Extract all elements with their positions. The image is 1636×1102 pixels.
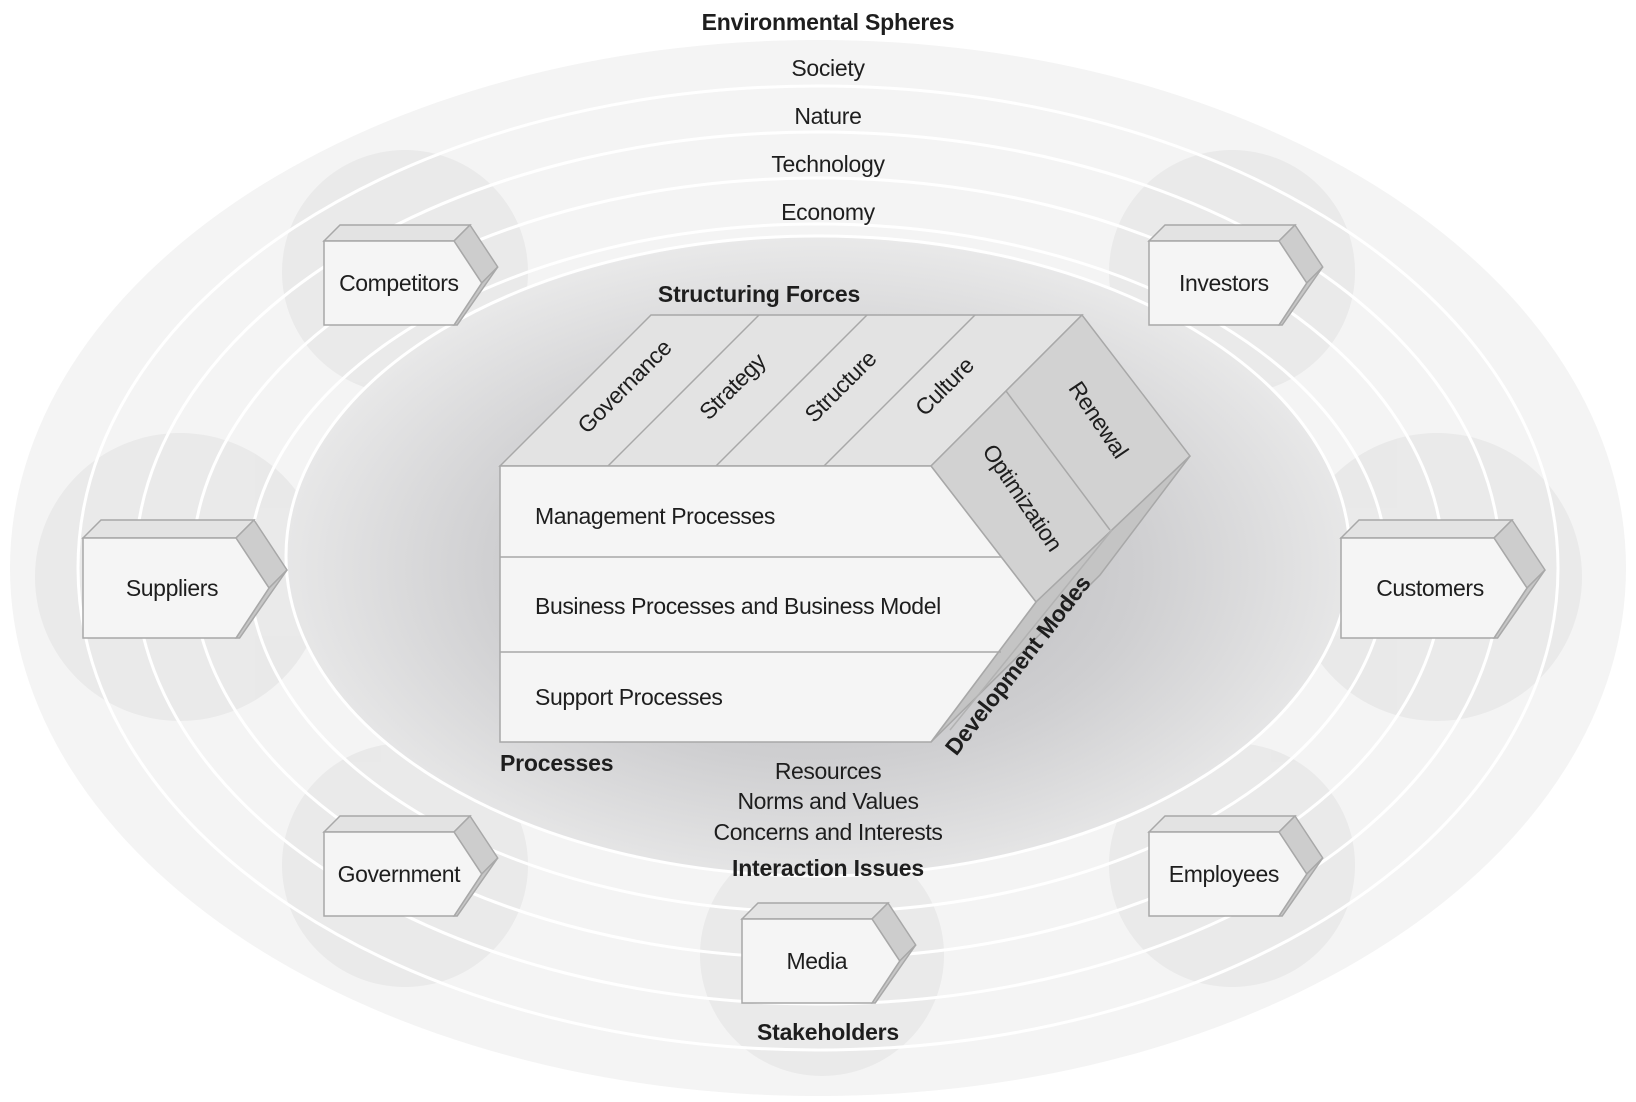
stakeholders-title: Stakeholders bbox=[757, 1019, 899, 1045]
box-top-face bbox=[1147, 815, 1297, 833]
box-top-face bbox=[322, 224, 472, 242]
process-business: Business Processes and Business Model bbox=[535, 593, 941, 619]
box-top-face bbox=[1147, 224, 1297, 242]
box-front-face bbox=[1148, 240, 1308, 326]
stakeholder-label: Customers bbox=[1376, 575, 1484, 601]
ring-label-economy: Economy bbox=[781, 199, 876, 225]
ring-label-technology: Technology bbox=[771, 151, 885, 177]
divider-governance-strategy bbox=[607, 314, 760, 467]
stakeholder-label: Competitors bbox=[339, 270, 459, 296]
box-front-face bbox=[741, 918, 901, 1004]
stakeholder-customers: Customers bbox=[1339, 518, 1546, 639]
stakeholder-media: Media bbox=[740, 901, 917, 1004]
stakeholder-investors: Investors bbox=[1147, 223, 1324, 326]
issue-concerns-interests: Concerns and Interests bbox=[714, 819, 943, 845]
box-front-face bbox=[323, 240, 483, 326]
stakeholder-label: Employees bbox=[1169, 861, 1279, 887]
box-top-face bbox=[322, 815, 472, 833]
box-front-face bbox=[1340, 537, 1528, 639]
divider-structure-culture bbox=[823, 314, 976, 467]
stakeholder-competitors: Competitors bbox=[322, 223, 499, 326]
stakeholder-label: Investors bbox=[1179, 270, 1269, 296]
box-top-face bbox=[740, 902, 890, 920]
stakeholder-suppliers: Suppliers bbox=[81, 518, 288, 639]
underside-inner-edge bbox=[949, 529, 1113, 731]
stakeholder-government: Government bbox=[322, 814, 499, 917]
stakeholder-label: Media bbox=[787, 948, 848, 974]
box-top-face bbox=[1339, 519, 1514, 539]
stakeholder-employees: Employees bbox=[1147, 814, 1324, 917]
stakeholder-label: Government bbox=[338, 861, 462, 887]
structuring-forces-title: Structuring Forces bbox=[658, 281, 860, 307]
stakeholder-label: Suppliers bbox=[126, 575, 218, 601]
processes-title: Processes bbox=[500, 750, 613, 776]
divider-strategy-structure bbox=[715, 314, 868, 467]
ring-line-society bbox=[76, 84, 1560, 1052]
box-front-face bbox=[323, 831, 483, 917]
issue-norms-values: Norms and Values bbox=[737, 788, 918, 814]
box-front-face bbox=[82, 537, 270, 639]
environmental-spheres-title: Environmental Spheres bbox=[702, 9, 955, 35]
divider-optimization-renewal bbox=[1005, 390, 1111, 531]
process-management: Management Processes bbox=[535, 503, 775, 529]
processes-face bbox=[499, 465, 1037, 743]
interaction-issues-title: Interaction Issues bbox=[732, 855, 924, 881]
ring-label-nature: Nature bbox=[794, 103, 861, 129]
process-support: Support Processes bbox=[535, 684, 723, 710]
issue-resources: Resources bbox=[775, 758, 881, 784]
ring-label-society: Society bbox=[791, 55, 865, 81]
box-front-face bbox=[1148, 831, 1308, 917]
central-block bbox=[498, 313, 1192, 743]
box-top-face bbox=[81, 519, 256, 539]
